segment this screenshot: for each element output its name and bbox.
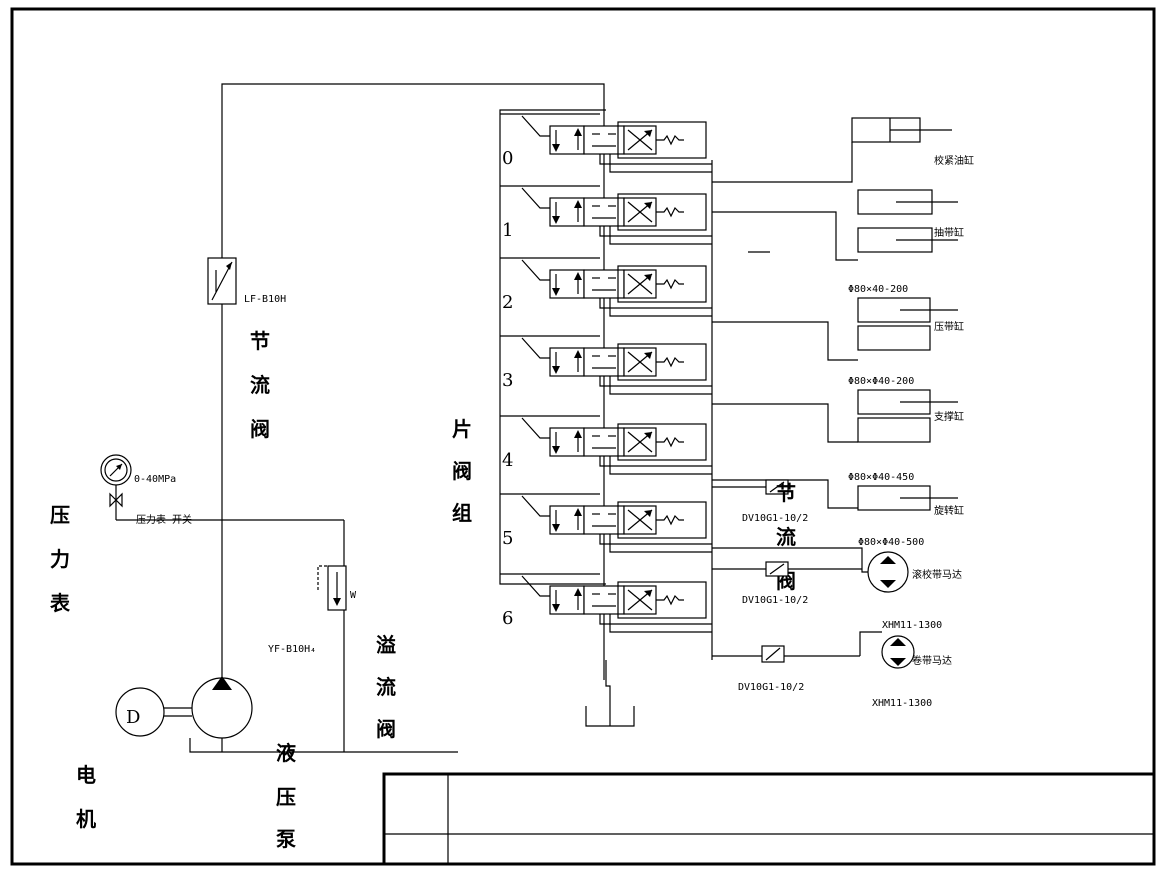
valve-section bbox=[500, 573, 712, 633]
pressure-gauge-icon bbox=[100, 454, 344, 521]
valve-section bbox=[500, 185, 712, 245]
valve-group-label: 片 阀 组 bbox=[452, 417, 472, 525]
motor2-label: 卷带马达 bbox=[912, 654, 952, 667]
motor2-model-top: XHM11-1300 bbox=[882, 620, 942, 631]
motor2-model-bottom: XHM11-1300 bbox=[872, 698, 932, 709]
press-cylinder-label: 压带缸 bbox=[934, 320, 964, 333]
hydraulic-motor-2-icon bbox=[859, 631, 915, 669]
motor1-label: 滚校带马达 bbox=[912, 568, 962, 581]
gauge-switch-label: 压力表 开关 bbox=[136, 513, 192, 526]
svg-text:力: 力 bbox=[50, 547, 70, 571]
svg-text:压: 压 bbox=[276, 785, 296, 809]
svg-text:机: 机 bbox=[76, 807, 96, 831]
svg-text:阀: 阀 bbox=[452, 459, 472, 483]
main-pressure-line bbox=[221, 83, 605, 680]
svg-text:流: 流 bbox=[376, 675, 396, 699]
rotate-cylinder-spec: Φ80×Φ40-450 bbox=[848, 472, 914, 483]
pump-label: 液 压 泵 bbox=[276, 741, 297, 851]
throttle-model-label: LF-B10H bbox=[244, 294, 286, 305]
flow-valve-3-model: DV10G1-10/2 bbox=[738, 682, 804, 693]
motor-icon bbox=[115, 687, 192, 737]
gauge-range-label: 0-40MPa bbox=[134, 474, 176, 485]
motor-label: 电 机 bbox=[76, 763, 96, 831]
flow-valve-2-icon bbox=[712, 561, 862, 577]
valve-section bbox=[500, 493, 712, 553]
valve-number: 3 bbox=[502, 370, 513, 391]
flow-valve-1-icon bbox=[712, 479, 789, 495]
support-cylinder-spec: Φ80×Φ40-200 bbox=[848, 376, 914, 387]
valve-number: 1 bbox=[502, 220, 513, 241]
support-cylinder-icon bbox=[712, 389, 958, 443]
clamp-cylinder-icon bbox=[712, 117, 952, 183]
press-cylinder-spec: Φ80×40-200 bbox=[848, 284, 908, 295]
motor-symbol: D bbox=[126, 707, 140, 728]
support-cylinder-label: 支撑缸 bbox=[934, 410, 964, 423]
valve-section bbox=[500, 415, 712, 475]
rotate-cylinder-label: 旋转缸 bbox=[934, 504, 964, 517]
relief-valve-symbol: W bbox=[317, 520, 357, 752]
svg-text:流: 流 bbox=[250, 373, 270, 397]
valve-number: 2 bbox=[502, 292, 513, 313]
throttle-valve-label: 节 流 阀 bbox=[250, 329, 270, 441]
svg-text:W: W bbox=[350, 590, 357, 601]
flow-valve-3-icon bbox=[712, 645, 860, 663]
valve-number: 5 bbox=[502, 528, 513, 549]
svg-text:流: 流 bbox=[776, 525, 796, 549]
valve-number: 4 bbox=[502, 450, 513, 471]
valve-section bbox=[500, 335, 712, 395]
pull-cylinder-label: 抽带缸 bbox=[934, 226, 964, 239]
svg-text:阀: 阀 bbox=[250, 417, 270, 441]
svg-text:压: 压 bbox=[50, 503, 70, 527]
svg-text:表: 表 bbox=[50, 591, 71, 615]
throttle-valve-symbol bbox=[207, 257, 237, 305]
rotate-cylinder-icon bbox=[712, 479, 958, 511]
press-cylinder-icon bbox=[712, 297, 958, 361]
svg-text:阀: 阀 bbox=[376, 717, 396, 741]
svg-text:泵: 泵 bbox=[276, 827, 296, 851]
svg-text:节: 节 bbox=[250, 329, 270, 353]
svg-text:电: 电 bbox=[76, 763, 96, 787]
svg-text:组: 组 bbox=[452, 501, 472, 525]
relief-valve-label: 溢 流 阀 bbox=[376, 633, 396, 741]
flow-valve-1-model: DV10G1-10/2 bbox=[742, 513, 808, 524]
flow-valve-2-model: DV10G1-10/2 bbox=[742, 595, 808, 606]
tank-return-line bbox=[189, 738, 458, 753]
valve-number: 6 bbox=[502, 608, 513, 629]
hydraulic-motor-1-icon bbox=[712, 547, 909, 593]
pump-icon bbox=[191, 676, 253, 739]
manifold-tank bbox=[585, 660, 635, 727]
clamp-cylinder-label: 校紧油缸 bbox=[934, 154, 974, 167]
valve-sections bbox=[500, 113, 712, 633]
svg-text:溢: 溢 bbox=[376, 633, 396, 657]
pressure-gauge-label: 压 力 表 bbox=[50, 503, 71, 615]
valve-section bbox=[500, 257, 712, 317]
svg-text:节: 节 bbox=[776, 481, 796, 505]
relief-model-label: YF-B10H₄ bbox=[268, 644, 316, 655]
valve-number: 0 bbox=[502, 148, 513, 169]
pull-cylinder-icon bbox=[712, 189, 958, 261]
valve-number-labels: 0 1 2 3 4 5 6 bbox=[502, 148, 513, 629]
svg-text:液: 液 bbox=[276, 741, 297, 765]
motor1-spec: Φ80×Φ40-500 bbox=[858, 537, 924, 548]
title-block bbox=[382, 772, 1156, 866]
valve-section bbox=[500, 113, 712, 173]
svg-text:片: 片 bbox=[452, 417, 472, 441]
